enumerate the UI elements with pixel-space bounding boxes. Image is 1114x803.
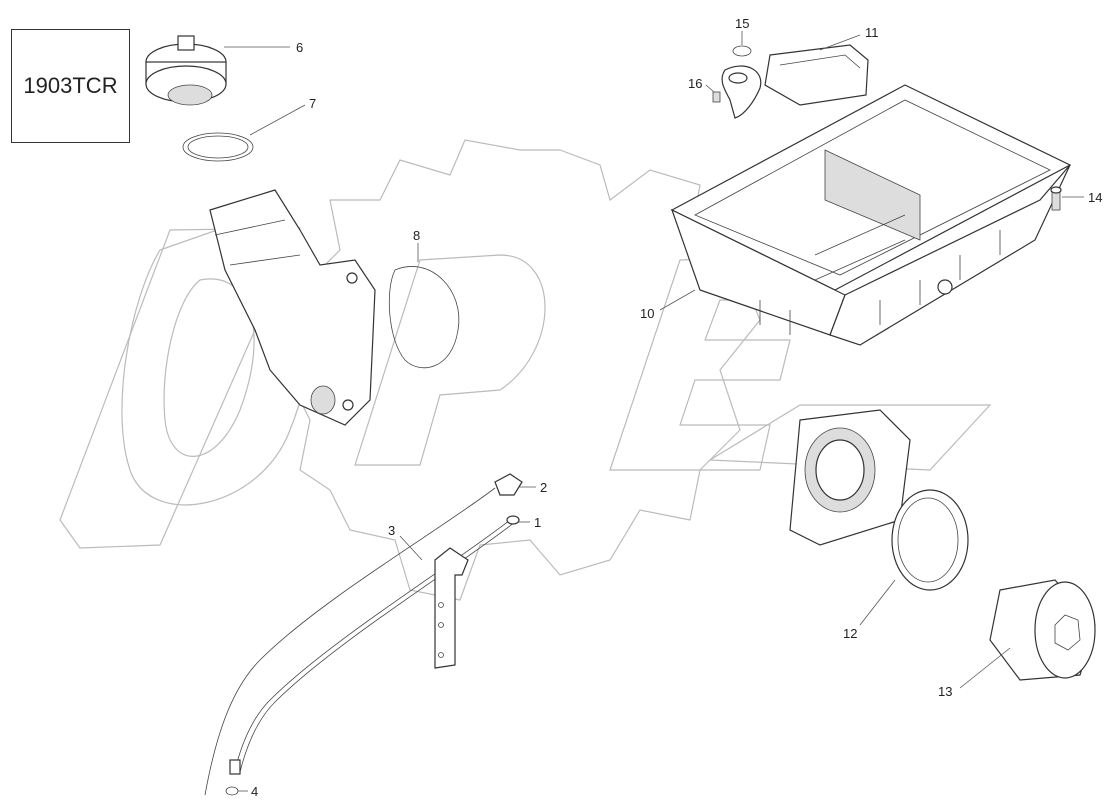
- drain-housing: [789, 409, 911, 546]
- model-code-box: 1903TCR: [11, 29, 130, 143]
- callout-10: 10: [640, 306, 654, 321]
- leader-lines: [224, 31, 1084, 792]
- callout-8: 8: [413, 228, 420, 243]
- callout-13: 13: [938, 684, 952, 699]
- seal-ring-part-12: [891, 489, 969, 591]
- callout-labels: 6 7 8 10 11 15 16 14 12 13 1 2 3 4: [251, 16, 1102, 799]
- screw-part-16: [712, 91, 721, 103]
- callout-14: 14: [1088, 190, 1102, 205]
- callout-3: 3: [388, 523, 395, 538]
- drain-plug-part-13: [989, 579, 1096, 681]
- gasket-part-8: [388, 266, 460, 369]
- model-code-label: 1903TCR: [23, 73, 118, 98]
- o-ring-part-4: [225, 786, 239, 796]
- callout-7: 7: [309, 96, 316, 111]
- filler-cap-part-6: [145, 35, 227, 106]
- callout-4: 4: [251, 784, 258, 799]
- o-ring-part-7: [182, 132, 254, 162]
- dipstick-tube-part-1: [229, 515, 520, 775]
- o-ring-part-15: [732, 45, 752, 57]
- callout-6: 6: [296, 40, 303, 55]
- oil-pan-part-10: [670, 84, 1072, 346]
- dipstick-handle-part-2: [494, 473, 523, 496]
- callout-1: 1: [534, 515, 541, 530]
- callout-15: 15: [735, 16, 749, 31]
- dipstick-bracket: [434, 547, 469, 669]
- dipstick-part-3: [204, 487, 496, 796]
- callout-2: 2: [540, 480, 547, 495]
- callout-12: 12: [843, 626, 857, 641]
- callout-11: 11: [865, 25, 879, 40]
- callout-16: 16: [688, 76, 702, 91]
- breather-cover-part-11: [721, 44, 869, 119]
- bolt-part-14: [1050, 186, 1062, 211]
- filler-neck-housing: [209, 189, 376, 426]
